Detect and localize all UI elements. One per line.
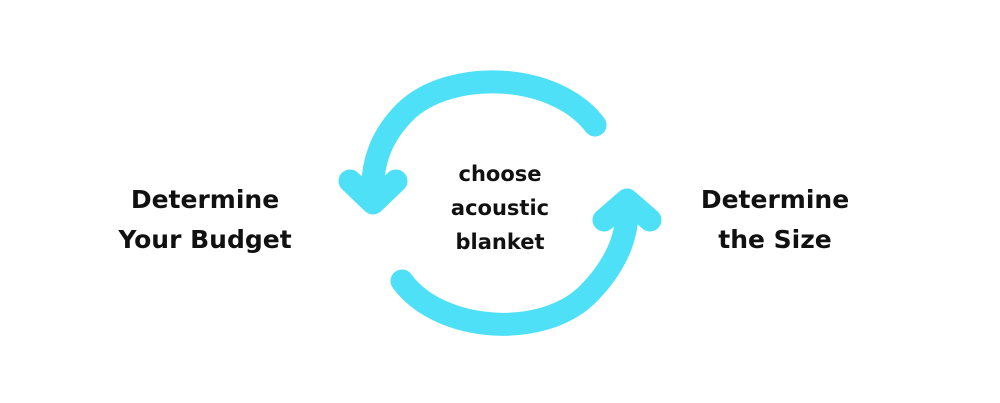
- upper-arrow-arc: [361, 70, 607, 202]
- lower-arrow-arc: [390, 200, 639, 336]
- step-line: blanket: [455, 230, 545, 254]
- step-determine-size: Determine the Size: [675, 180, 875, 260]
- step-line: choose: [458, 162, 542, 186]
- step-choose-acoustic-blanket: choose acoustic blanket: [425, 157, 575, 259]
- step-line: Your Budget: [118, 225, 292, 254]
- upper-arrow-head: [338, 169, 408, 215]
- lower-arrow-head: [592, 188, 662, 232]
- step-line: the Size: [718, 225, 832, 254]
- step-line: Determine: [130, 185, 280, 214]
- step-line: Determine: [700, 185, 850, 214]
- step-determine-budget: Determine Your Budget: [105, 180, 305, 260]
- step-line: acoustic: [450, 196, 550, 220]
